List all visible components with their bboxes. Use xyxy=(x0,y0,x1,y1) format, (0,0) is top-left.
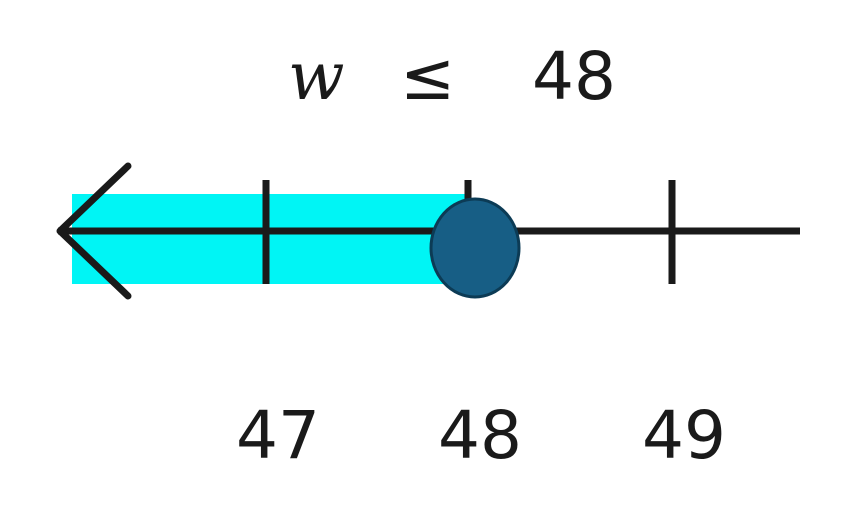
tick-labels: 47 48 49 xyxy=(236,397,726,474)
inequality-operator: ≤ xyxy=(400,38,456,115)
inequality-variable: w xyxy=(288,38,345,115)
left-arrow-icon xyxy=(56,162,132,300)
closed-point-marker xyxy=(429,197,521,299)
inequality-expression: w ≤ 48 xyxy=(0,38,850,128)
tick-label: 48 xyxy=(438,397,522,474)
tick-label: 49 xyxy=(642,397,726,474)
tick-label: 47 xyxy=(236,397,320,474)
solution-shading xyxy=(72,194,468,284)
inequality-value: 48 xyxy=(532,38,616,115)
